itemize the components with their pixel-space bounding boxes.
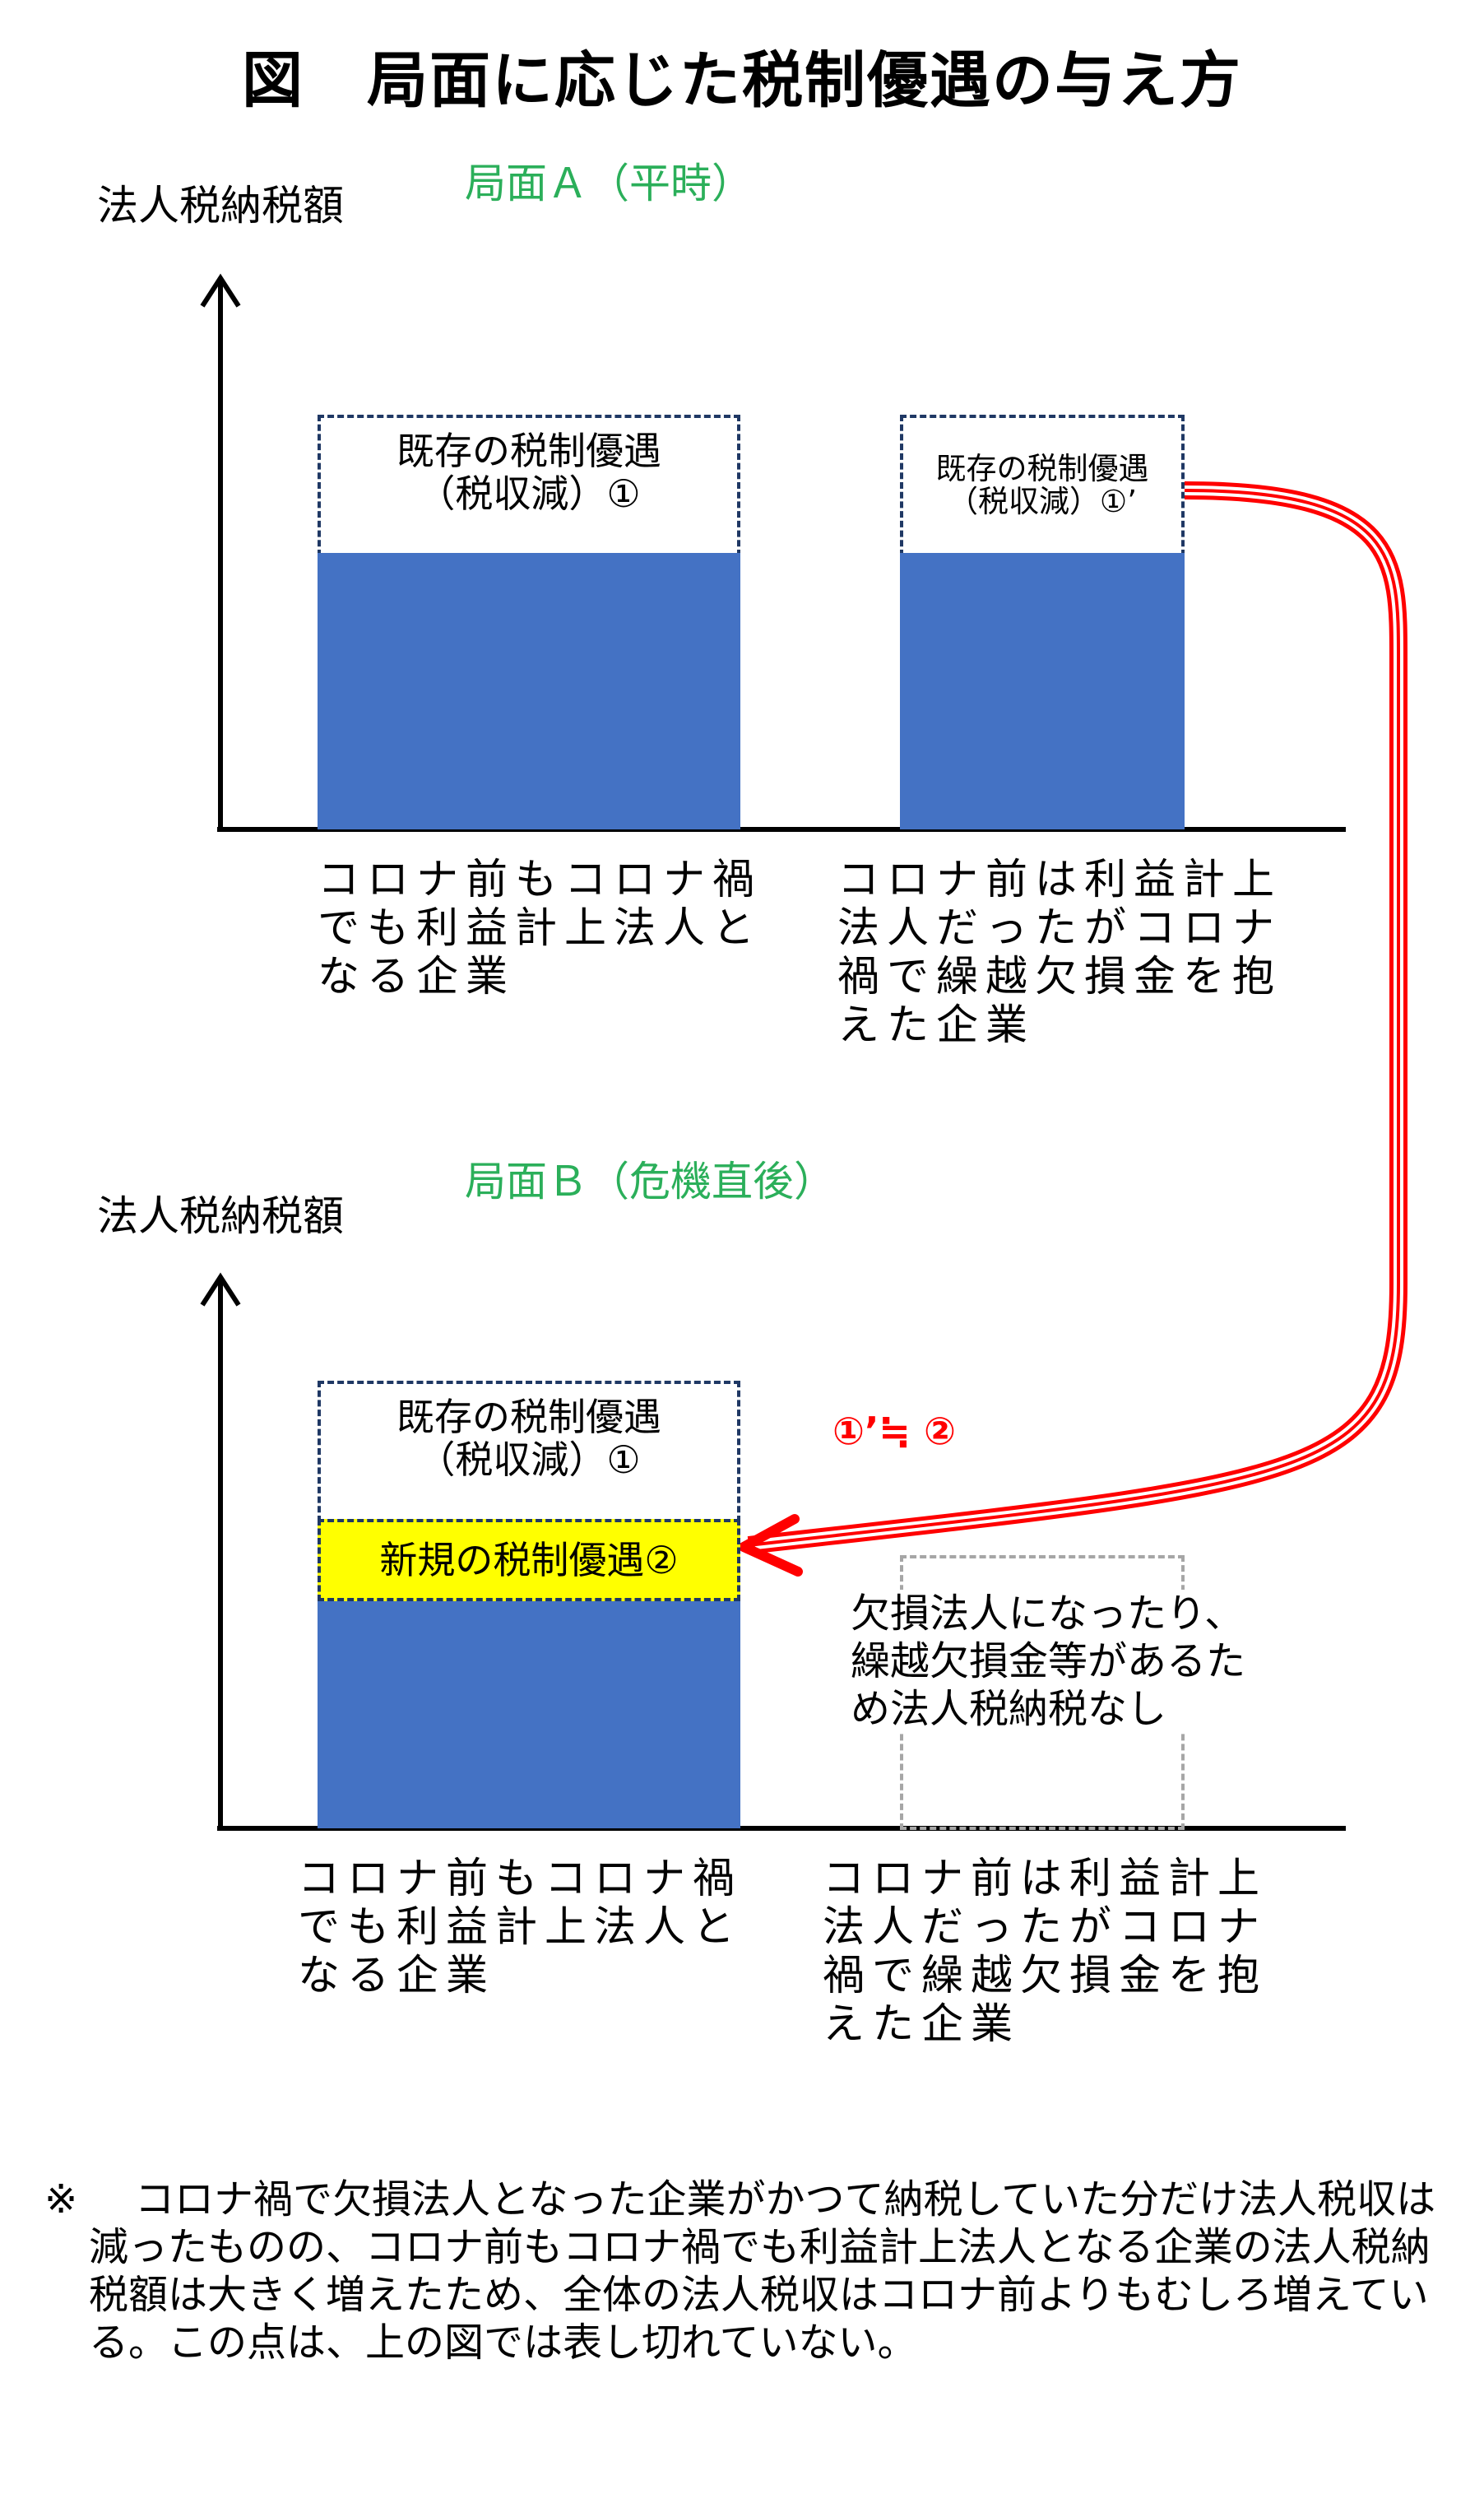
panel-a-y-axis-label: 法人税納税額: [97, 182, 344, 230]
panel-b-y-axis-label: 法人税納税額: [97, 1192, 344, 1240]
transfer-arrow: [739, 481, 1407, 1577]
panel-a-y-arrowhead: [200, 273, 241, 308]
panel-a-tax-bar-right: [900, 553, 1185, 829]
panel-b-y-arrowhead: [200, 1272, 241, 1307]
panel-b-caption-right: コロナ前は利益計上 法人だったがコロナ 禍で繰越欠損金を抱 えた企業: [823, 1855, 1268, 2049]
panel-b-phase-label: 局面Ｂ（危機直後）: [465, 1158, 835, 1205]
box-line1: 既存の税制優遇: [935, 451, 1149, 486]
panel-b-caption-left: コロナ前もコロナ禍 でも利益計上法人と なる企業: [298, 1855, 743, 2000]
note-mark: ※: [44, 2176, 78, 2222]
panel-a-existing-benefit-box-left: 既存の税制優遇 （税収減）①: [318, 415, 740, 556]
note-text: コロナ禍で欠損法人となった企業がかつて納税していた分だけ法人税収は減ったものの、…: [89, 2176, 1436, 2366]
new-benefit-label: 新規の税制優遇②: [379, 1538, 679, 1582]
box-line2: （税収減）①: [417, 1437, 641, 1482]
panel-a-axes: [200, 273, 1346, 832]
approx-equal-label: ①’≒ ②: [832, 1409, 956, 1453]
panel-b-existing-benefit-box: 既存の税制優遇 （税収減）①: [318, 1381, 740, 1522]
transfer-arrowhead: [739, 1514, 803, 1577]
panel-a-caption-right: コロナ前は利益計上 法人だったがコロナ 禍で繰越欠損金を抱 えた企業: [837, 856, 1282, 1050]
panel-b-new-benefit-box: 新規の税制優遇②: [318, 1519, 740, 1601]
panel-a-phase-label: 局面Ａ（平時）: [465, 160, 753, 207]
panel-b-tax-bar-left: [318, 1601, 740, 1828]
box-line2: （税収減）①: [417, 471, 641, 516]
panel-a-existing-benefit-box-right: 既存の税制優遇 （税収減）①’: [900, 415, 1185, 556]
box-line1: 既存の税制優遇: [397, 429, 661, 473]
figure-title: 図 局面に応じた税制優遇の与え方: [242, 45, 1242, 116]
box-line2: （税収減）①’: [948, 484, 1137, 519]
box-line1: 既存の税制優遇: [397, 1395, 661, 1439]
panel-a-caption-left: コロナ前もコロナ禍 でも利益計上法人と なる企業: [318, 856, 763, 1001]
panel-b-deficit-text: 欠損法人になったり、 繰越欠損金等があるた め法人税納税なし: [851, 1590, 1246, 1733]
panel-a-tax-bar-left: [318, 553, 740, 829]
